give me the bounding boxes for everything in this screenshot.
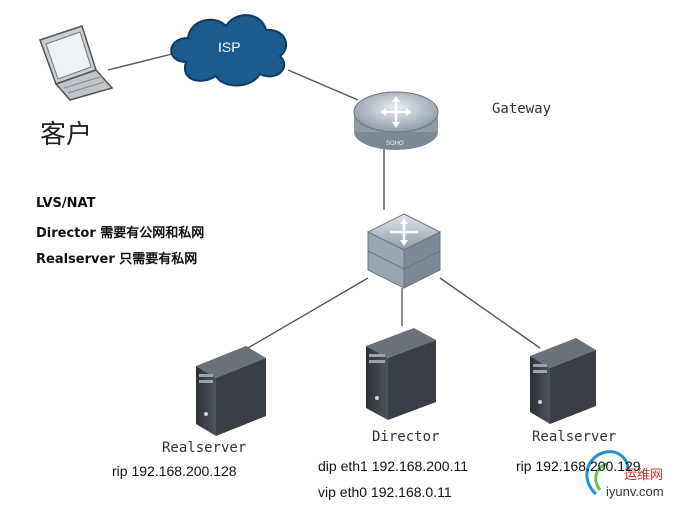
watermark-text-url: iyunv.com bbox=[606, 484, 664, 499]
svg-text:SOHO: SOHO bbox=[386, 141, 404, 147]
server-center-vip: vip eth0 192.168.0.11 bbox=[318, 484, 452, 500]
server-center-name: Director bbox=[372, 429, 440, 445]
isp-cloud-icon bbox=[170, 14, 288, 87]
server-right-rip: rip 192.168.200.129 bbox=[516, 458, 641, 474]
watermark-text-cn: 运维网 bbox=[624, 467, 664, 482]
note-director: Director 需要有公网和私网 bbox=[36, 226, 205, 241]
gateway-label: Gateway bbox=[492, 101, 552, 117]
server-icon bbox=[196, 346, 266, 436]
laptop-icon bbox=[39, 25, 114, 101]
server-icon bbox=[366, 328, 436, 420]
router-icon: SOHO bbox=[353, 91, 439, 150]
server-left-rip: rip 192.168.200.128 bbox=[112, 463, 237, 479]
server-right-name: Realserver bbox=[532, 429, 617, 445]
server-icon bbox=[530, 338, 596, 424]
client-label: 客户 bbox=[40, 120, 93, 150]
note-realserver: Realserver 只需要有私网 bbox=[36, 252, 198, 267]
isp-label: ISP bbox=[218, 39, 241, 55]
link-switch-left bbox=[247, 277, 369, 349]
server-left-name: Realserver bbox=[162, 440, 247, 456]
link-switch-right bbox=[439, 277, 541, 349]
server-center-dip: dip eth1 192.168.200.11 bbox=[318, 458, 468, 474]
switch-icon bbox=[366, 213, 442, 289]
link-client-isp bbox=[107, 51, 181, 71]
link-isp-gateway bbox=[287, 69, 359, 101]
note-mode: LVS/NAT bbox=[36, 196, 96, 211]
watermark-logo-icon bbox=[585, 450, 630, 496]
